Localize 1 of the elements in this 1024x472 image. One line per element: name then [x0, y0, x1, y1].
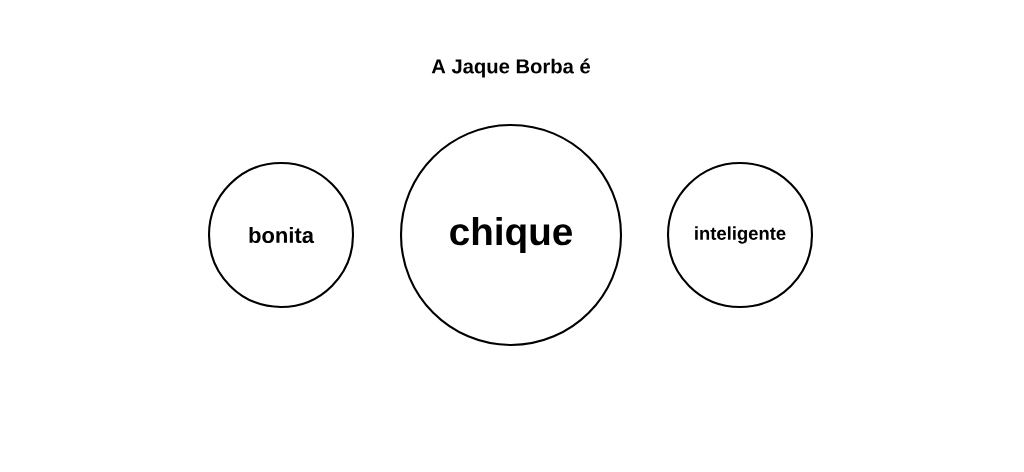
title: A Jaque Borba é: [431, 58, 591, 78]
